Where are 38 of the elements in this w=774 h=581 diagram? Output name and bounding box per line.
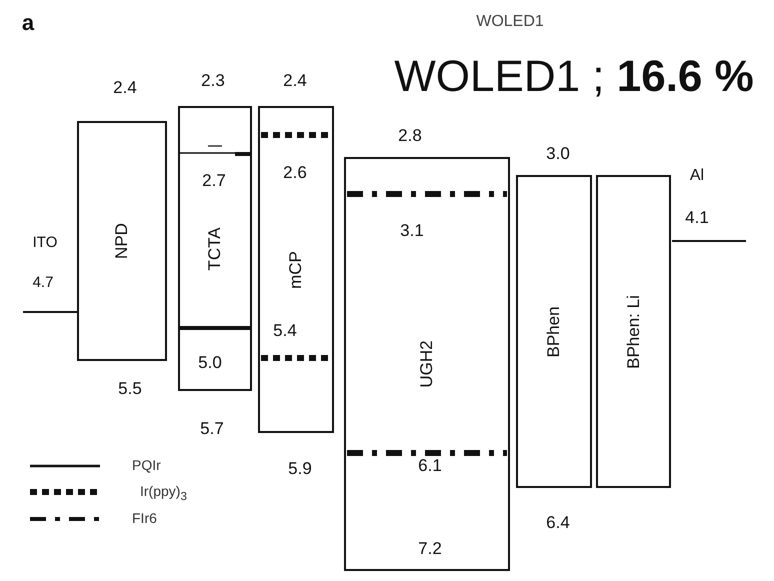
layer-name: mCP	[286, 250, 306, 288]
energy-value: 5.5	[118, 380, 142, 397]
layer-name: NPD	[112, 223, 132, 259]
layer-name: UGH2	[417, 340, 437, 388]
layer-box	[516, 175, 592, 488]
legend-label: Ir(ppy)$_{3}$	[140, 484, 187, 502]
energy-value: 2.8	[398, 127, 422, 144]
energy-value: 4.7	[32, 275, 54, 290]
energy-value: 4.1	[685, 209, 709, 226]
energy-value: 5.7	[200, 420, 224, 437]
energy-value: 2.4	[113, 79, 137, 96]
layer-box	[258, 106, 334, 433]
panel-letter: a	[22, 12, 34, 34]
subtitle: WOLED1	[476, 14, 544, 30]
layer-name: BPhen: Li	[624, 294, 644, 368]
electrode-label: ITO	[32, 235, 58, 250]
layer-box	[178, 106, 252, 391]
energy-value: 6.1	[418, 457, 442, 474]
device-title: WOLED1 ; 16.6 %	[394, 55, 754, 99]
energy-value: 5.0	[198, 354, 222, 371]
energy-value: 2.4	[283, 72, 307, 89]
legend-label: FIr6	[132, 511, 157, 525]
energy-value: 2.3	[201, 72, 225, 89]
layer-box	[596, 175, 671, 488]
layer-name: BPhen	[544, 306, 564, 358]
legend-label: PQIr	[132, 458, 161, 472]
energy-value: 5.4	[273, 322, 297, 339]
layer-box	[77, 121, 167, 361]
energy-value: 3.0	[546, 145, 570, 162]
energy-value: 6.4	[546, 514, 570, 531]
layer-box	[344, 157, 510, 571]
energy-value: 2.7	[202, 172, 226, 189]
electrode-label: Al	[690, 168, 704, 184]
energy-value: 3.1	[400, 222, 424, 239]
energy-value: 7.2	[418, 540, 442, 557]
layer-name: TCTA	[205, 226, 225, 270]
energy-value: 2.6	[283, 164, 307, 181]
energy-value: 5.9	[288, 460, 312, 477]
